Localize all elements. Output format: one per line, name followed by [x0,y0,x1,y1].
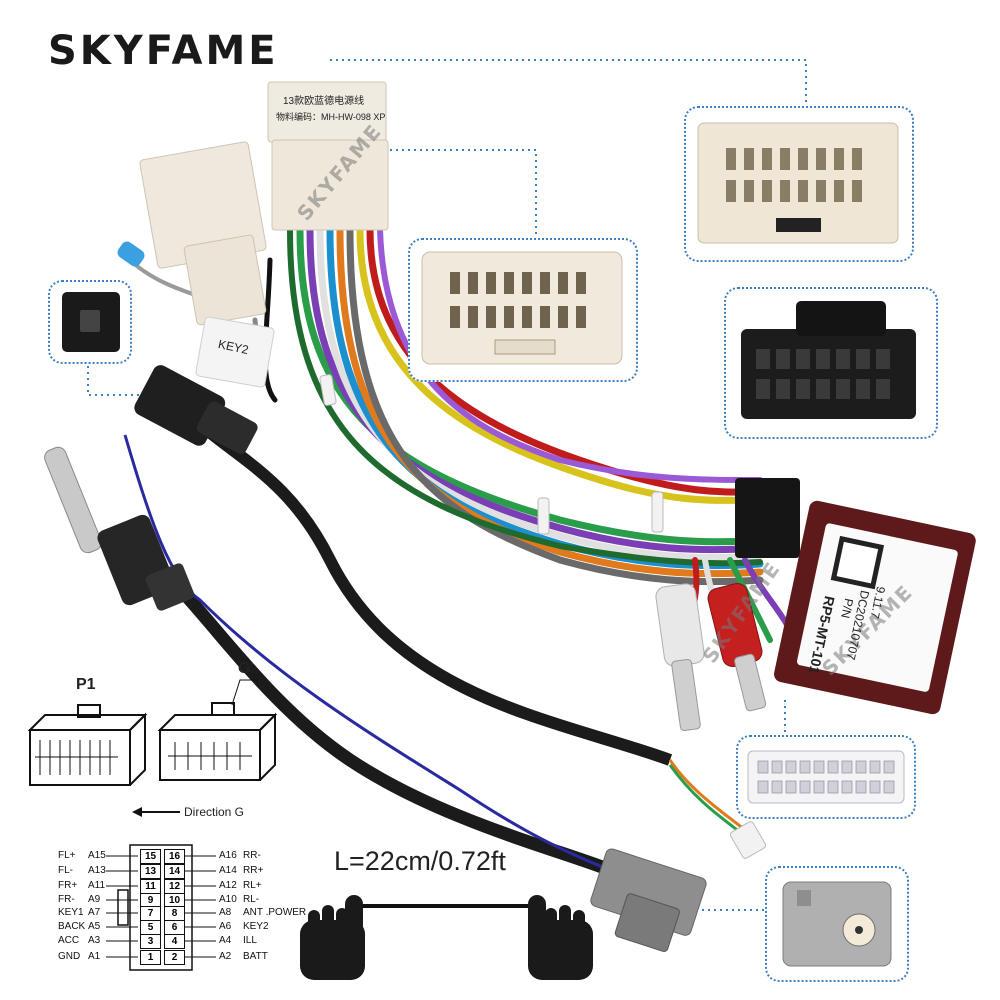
hand-left-icon [300,895,365,980]
pin-left-name: KEY1 [58,907,84,918]
pin-right-code: A8 [219,907,232,918]
pin-left-name: BACK [58,921,86,932]
blue-cap [117,241,145,267]
callout-top-right-connector [684,106,914,262]
g-title: G [238,660,251,677]
pin-right-code: A10 [219,894,237,905]
antenna-female-plug [134,365,258,454]
pin-left-name: GND [58,951,81,962]
pin-right-name: ANT .POWER [243,907,307,918]
g-connector-diagram [157,679,278,781]
pin-left-name: FR- [58,894,75,905]
pin-number-cell: 14 [164,864,185,879]
pin-right-code: A4 [219,935,232,946]
pin-right-name: KEY2 [243,921,269,932]
pin-number-cell: 1 [140,950,161,965]
connector-label-line2: 物料编码：MH-HW-098 XP [276,112,386,122]
pin-right-code: A16 [219,850,237,861]
pin-right-code: A12 [219,880,237,891]
pin-number-cell: 7 [140,906,161,921]
pin-right-name: RL- [243,894,260,905]
pin-number-cell: 4 [164,934,185,949]
pin-left-code: A5 [88,921,101,932]
pin-right-name: RR- [243,850,261,861]
white-multipin-image [747,750,905,804]
module-black-connector [735,478,800,558]
pin-right-name: RR+ [243,865,264,876]
grey-car-connector [590,848,707,952]
rca-plugs [655,582,767,732]
direction-label: Direction G [184,805,245,819]
decoder-module [774,500,976,715]
antenna-male-plug [44,446,195,611]
antenna-cable-lower [145,554,613,877]
pin-number-cell: 11 [140,879,161,894]
pin-right-name: ILL [243,935,257,946]
callout-center-connector [408,238,638,382]
pin-left-name: ACC [58,935,80,946]
black-socket-image [62,292,120,352]
small-white-plug [729,821,767,859]
white-connector-rear-image [697,122,899,244]
grey-socket-image [782,881,892,967]
pin-left-code: A11 [88,880,106,891]
callout-white-multipin [736,735,916,819]
blue-wire [123,434,611,872]
pin-number-cell: 13 [140,864,161,879]
antenna-cable-upper [191,415,673,766]
callout-key-socket [48,280,132,364]
pin-number-cell: 15 [140,849,161,864]
callout-grey-antenna-socket [765,866,909,982]
pin-left-name: FL+ [58,850,76,861]
pin-right-name: BATT [243,951,268,962]
pin-left-name: FR+ [58,880,78,891]
pin-left-code: A13 [88,865,106,876]
callout-black-iso-connector [724,287,938,439]
pin-right-code: A2 [219,951,232,962]
black-connector-image [741,301,916,419]
pin-right-name: RL+ [243,880,262,891]
p1-connector-diagram [27,704,148,786]
hand-right-icon [528,895,593,980]
leader-lines [87,59,807,911]
length-label: L=22cm/0.72ft [334,846,506,876]
white-connector-front-image [421,251,623,365]
pin-left-code: A15 [88,850,106,861]
pin-right-code: A14 [219,865,237,876]
pin-left-code: A3 [88,935,101,946]
pin-number-cell: 8 [164,906,185,921]
pinout-frame [117,844,193,971]
connector-label-line1: 13款欧蓝德电源线 [283,96,365,107]
pin-left-code: A7 [88,907,101,918]
brand-logo: SKYFAME [48,28,279,74]
pin-left-name: FL- [58,865,73,876]
direction-arrow-icon [132,807,180,817]
p1-title: P1 [76,676,96,693]
pin-left-code: A9 [88,894,101,905]
pin-right-code: A6 [219,921,232,932]
pin-number-cell: 2 [164,950,185,965]
pin-left-code: A1 [88,951,101,962]
pin-number-cell: 16 [164,849,185,864]
pin-number-cell: 5 [140,920,161,935]
pin-number-cell: 6 [164,920,185,935]
cable-ties [319,374,664,535]
top-connectors [139,81,389,388]
pinout-leaders [106,855,216,958]
pin-number-cell: 12 [164,879,185,894]
pin-number-cell: 3 [140,934,161,949]
